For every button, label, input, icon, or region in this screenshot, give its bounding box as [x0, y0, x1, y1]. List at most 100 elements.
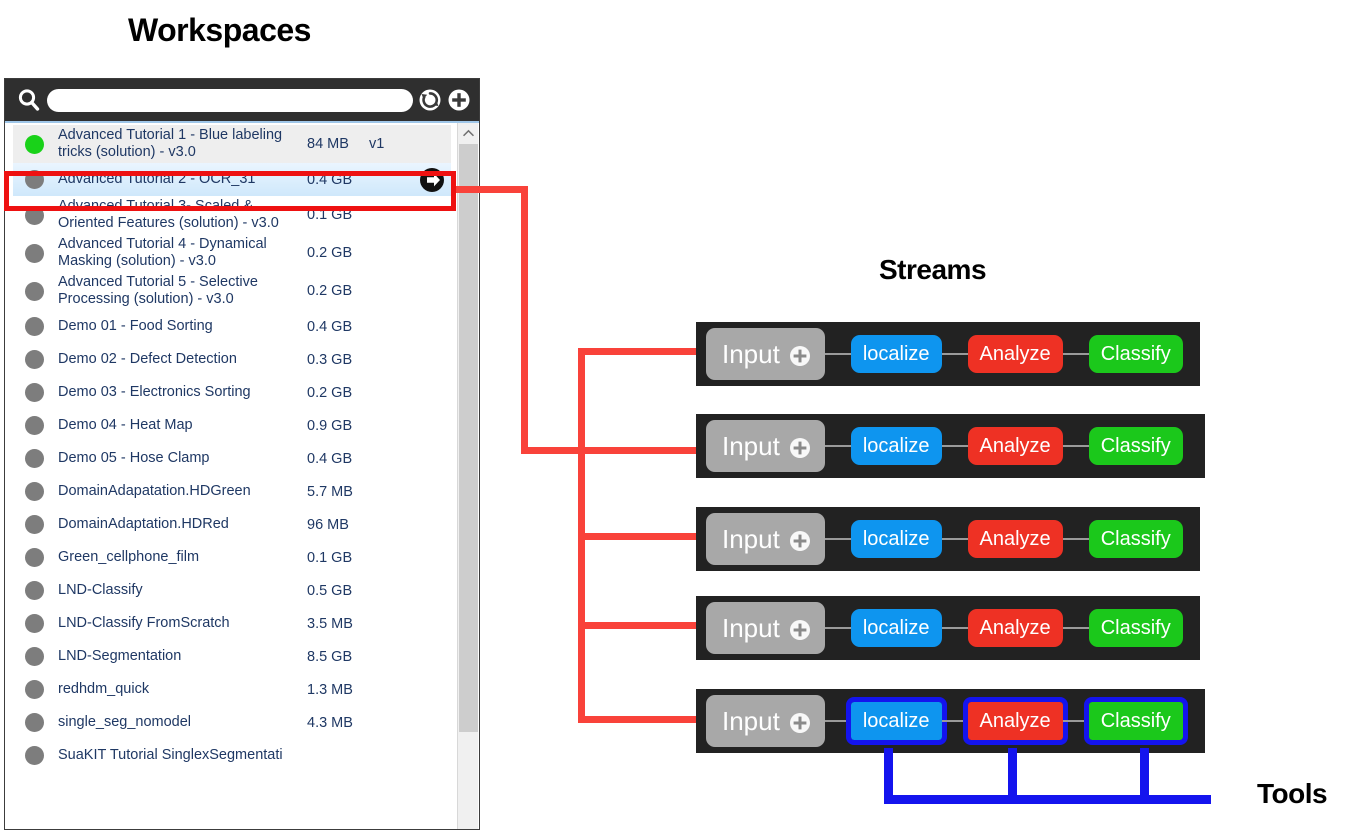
- workspace-row[interactable]: Advanced Tutorial 3- Scaled & Oriented F…: [13, 196, 451, 234]
- node-classify[interactable]: Classify: [1088, 520, 1183, 558]
- workspace-name: DomainAdaptation.HDRed: [58, 516, 229, 532]
- stream-row-4[interactable]: Input localize Analyze Classify: [696, 596, 1200, 660]
- node-input[interactable]: Input: [706, 695, 825, 747]
- workspace-name: Demo 02 - Defect Detection: [58, 351, 237, 367]
- status-dot-icon: [25, 317, 44, 336]
- status-dot-icon: [25, 134, 44, 154]
- status-dot-icon: [25, 515, 44, 534]
- node-connector-line: [941, 445, 968, 447]
- workspace-size: 0.3 GB: [307, 351, 353, 368]
- tool-bracket-vline-classify: [1140, 748, 1149, 803]
- node-connector-line: [824, 720, 851, 722]
- node-input[interactable]: Input: [706, 328, 825, 380]
- workspace-name: Advanced Tutorial 2 - OCR_31: [58, 171, 256, 187]
- node-analyze[interactable]: Analyze: [967, 609, 1063, 647]
- workspace-row[interactable]: DomainAdaptation.HDRed 96 MB: [13, 508, 451, 541]
- tool-bracket-vline-localize: [884, 748, 893, 803]
- add-icon[interactable]: [447, 88, 471, 112]
- workspace-row[interactable]: Advanced Tutorial 1 - Blue labeling tric…: [13, 125, 451, 163]
- node-localize[interactable]: localize: [845, 697, 947, 745]
- status-dot-icon: [25, 647, 44, 666]
- node-analyze[interactable]: Analyze: [967, 335, 1063, 373]
- node-classify[interactable]: Classify: [1088, 609, 1183, 647]
- open-workspace-arrow-icon[interactable]: [415, 167, 445, 193]
- workspace-size: 0.2 GB: [307, 245, 353, 261]
- workspace-row[interactable]: SuaKIT Tutorial SinglexSegmentati: [13, 739, 451, 772]
- node-input[interactable]: Input: [706, 420, 825, 472]
- add-input-icon[interactable]: [789, 617, 811, 640]
- stream-row-2[interactable]: Input localize Analyze Classify: [696, 414, 1205, 478]
- stream-row-3[interactable]: Input localize Analyze Classify: [696, 507, 1200, 571]
- workspace-row[interactable]: Advanced Tutorial 5 - Selective Processi…: [13, 272, 451, 310]
- workspace-name: Advanced Tutorial 5 - Selective Processi…: [58, 274, 258, 307]
- node-analyze[interactable]: Analyze: [967, 427, 1063, 465]
- node-classify[interactable]: Classify: [1088, 427, 1183, 465]
- node-input[interactable]: Input: [706, 513, 825, 565]
- connector-red-branch-4: [578, 622, 698, 629]
- connector-red-branch-2: [578, 447, 698, 454]
- stream-row-5[interactable]: Input localize Analyze Classify: [696, 689, 1205, 753]
- workspaces-list[interactable]: Advanced Tutorial 1 - Blue labeling tric…: [13, 125, 451, 829]
- workspace-size: 0.9 GB: [307, 417, 353, 434]
- node-localize[interactable]: localize: [850, 335, 942, 373]
- scrollbar-thumb[interactable]: [459, 144, 478, 732]
- search-input[interactable]: [47, 88, 413, 112]
- workspace-row[interactable]: Demo 02 - Defect Detection 0.3 GB: [13, 343, 451, 376]
- workspace-size: 5.7 MB: [307, 483, 353, 500]
- status-dot-icon: [25, 281, 44, 301]
- node-connector-line: [824, 445, 851, 447]
- add-input-icon[interactable]: [789, 710, 811, 733]
- status-dot-icon: [25, 205, 44, 225]
- workspace-size: 0.2 GB: [307, 384, 353, 401]
- workspace-name: Advanced Tutorial 4 - Dynamical Masking …: [58, 236, 267, 269]
- node-localize[interactable]: localize: [850, 427, 942, 465]
- workspace-size: 84 MB: [307, 136, 349, 152]
- node-connector-line: [1062, 720, 1089, 722]
- node-connector-line: [1062, 445, 1089, 447]
- refresh-icon[interactable]: [418, 88, 442, 112]
- status-dot-icon: [25, 243, 44, 263]
- workspace-row[interactable]: Advanced Tutorial 4 - Dynamical Masking …: [13, 234, 451, 272]
- workspace-name: Demo 04 - Heat Map: [58, 417, 193, 433]
- node-localize[interactable]: localize: [850, 520, 942, 558]
- status-dot-icon: [25, 449, 44, 468]
- tool-bracket-hline: [884, 795, 1211, 804]
- node-classify[interactable]: Classify: [1083, 697, 1188, 745]
- node-analyze[interactable]: Analyze: [967, 520, 1063, 558]
- workspace-size: 4.3 MB: [307, 714, 353, 731]
- stream-row-1[interactable]: Input localize Analyze Classify: [696, 322, 1200, 386]
- workspace-size: 8.5 GB: [307, 648, 353, 665]
- node-localize[interactable]: localize: [850, 609, 942, 647]
- scroll-up-icon[interactable]: [458, 123, 478, 144]
- node-input-label: Input: [722, 705, 780, 736]
- add-input-icon[interactable]: [789, 343, 811, 366]
- add-input-icon[interactable]: [789, 528, 811, 551]
- workspace-name: Demo 01 - Food Sorting: [58, 318, 213, 334]
- node-connector-line: [941, 538, 968, 540]
- workspace-name: LND-Classify FromScratch: [58, 615, 230, 631]
- workspaces-scrollbar[interactable]: [457, 123, 478, 829]
- node-input[interactable]: Input: [706, 602, 825, 654]
- workspaces-panel: Advanced Tutorial 1 - Blue labeling tric…: [4, 78, 480, 830]
- node-input-label: Input: [722, 523, 780, 554]
- node-classify[interactable]: Classify: [1088, 335, 1183, 373]
- status-dot-icon: [25, 383, 44, 402]
- node-analyze[interactable]: Analyze: [962, 697, 1068, 745]
- connector-red-seg-1: [456, 186, 528, 193]
- workspace-row[interactable]: Demo 04 - Heat Map 0.9 GB: [13, 409, 451, 442]
- workspace-size: 0.4 GB: [307, 450, 353, 467]
- workspace-size: 96 MB: [307, 516, 349, 533]
- add-input-icon[interactable]: [789, 435, 811, 458]
- workspaces-toolbar: [5, 79, 479, 121]
